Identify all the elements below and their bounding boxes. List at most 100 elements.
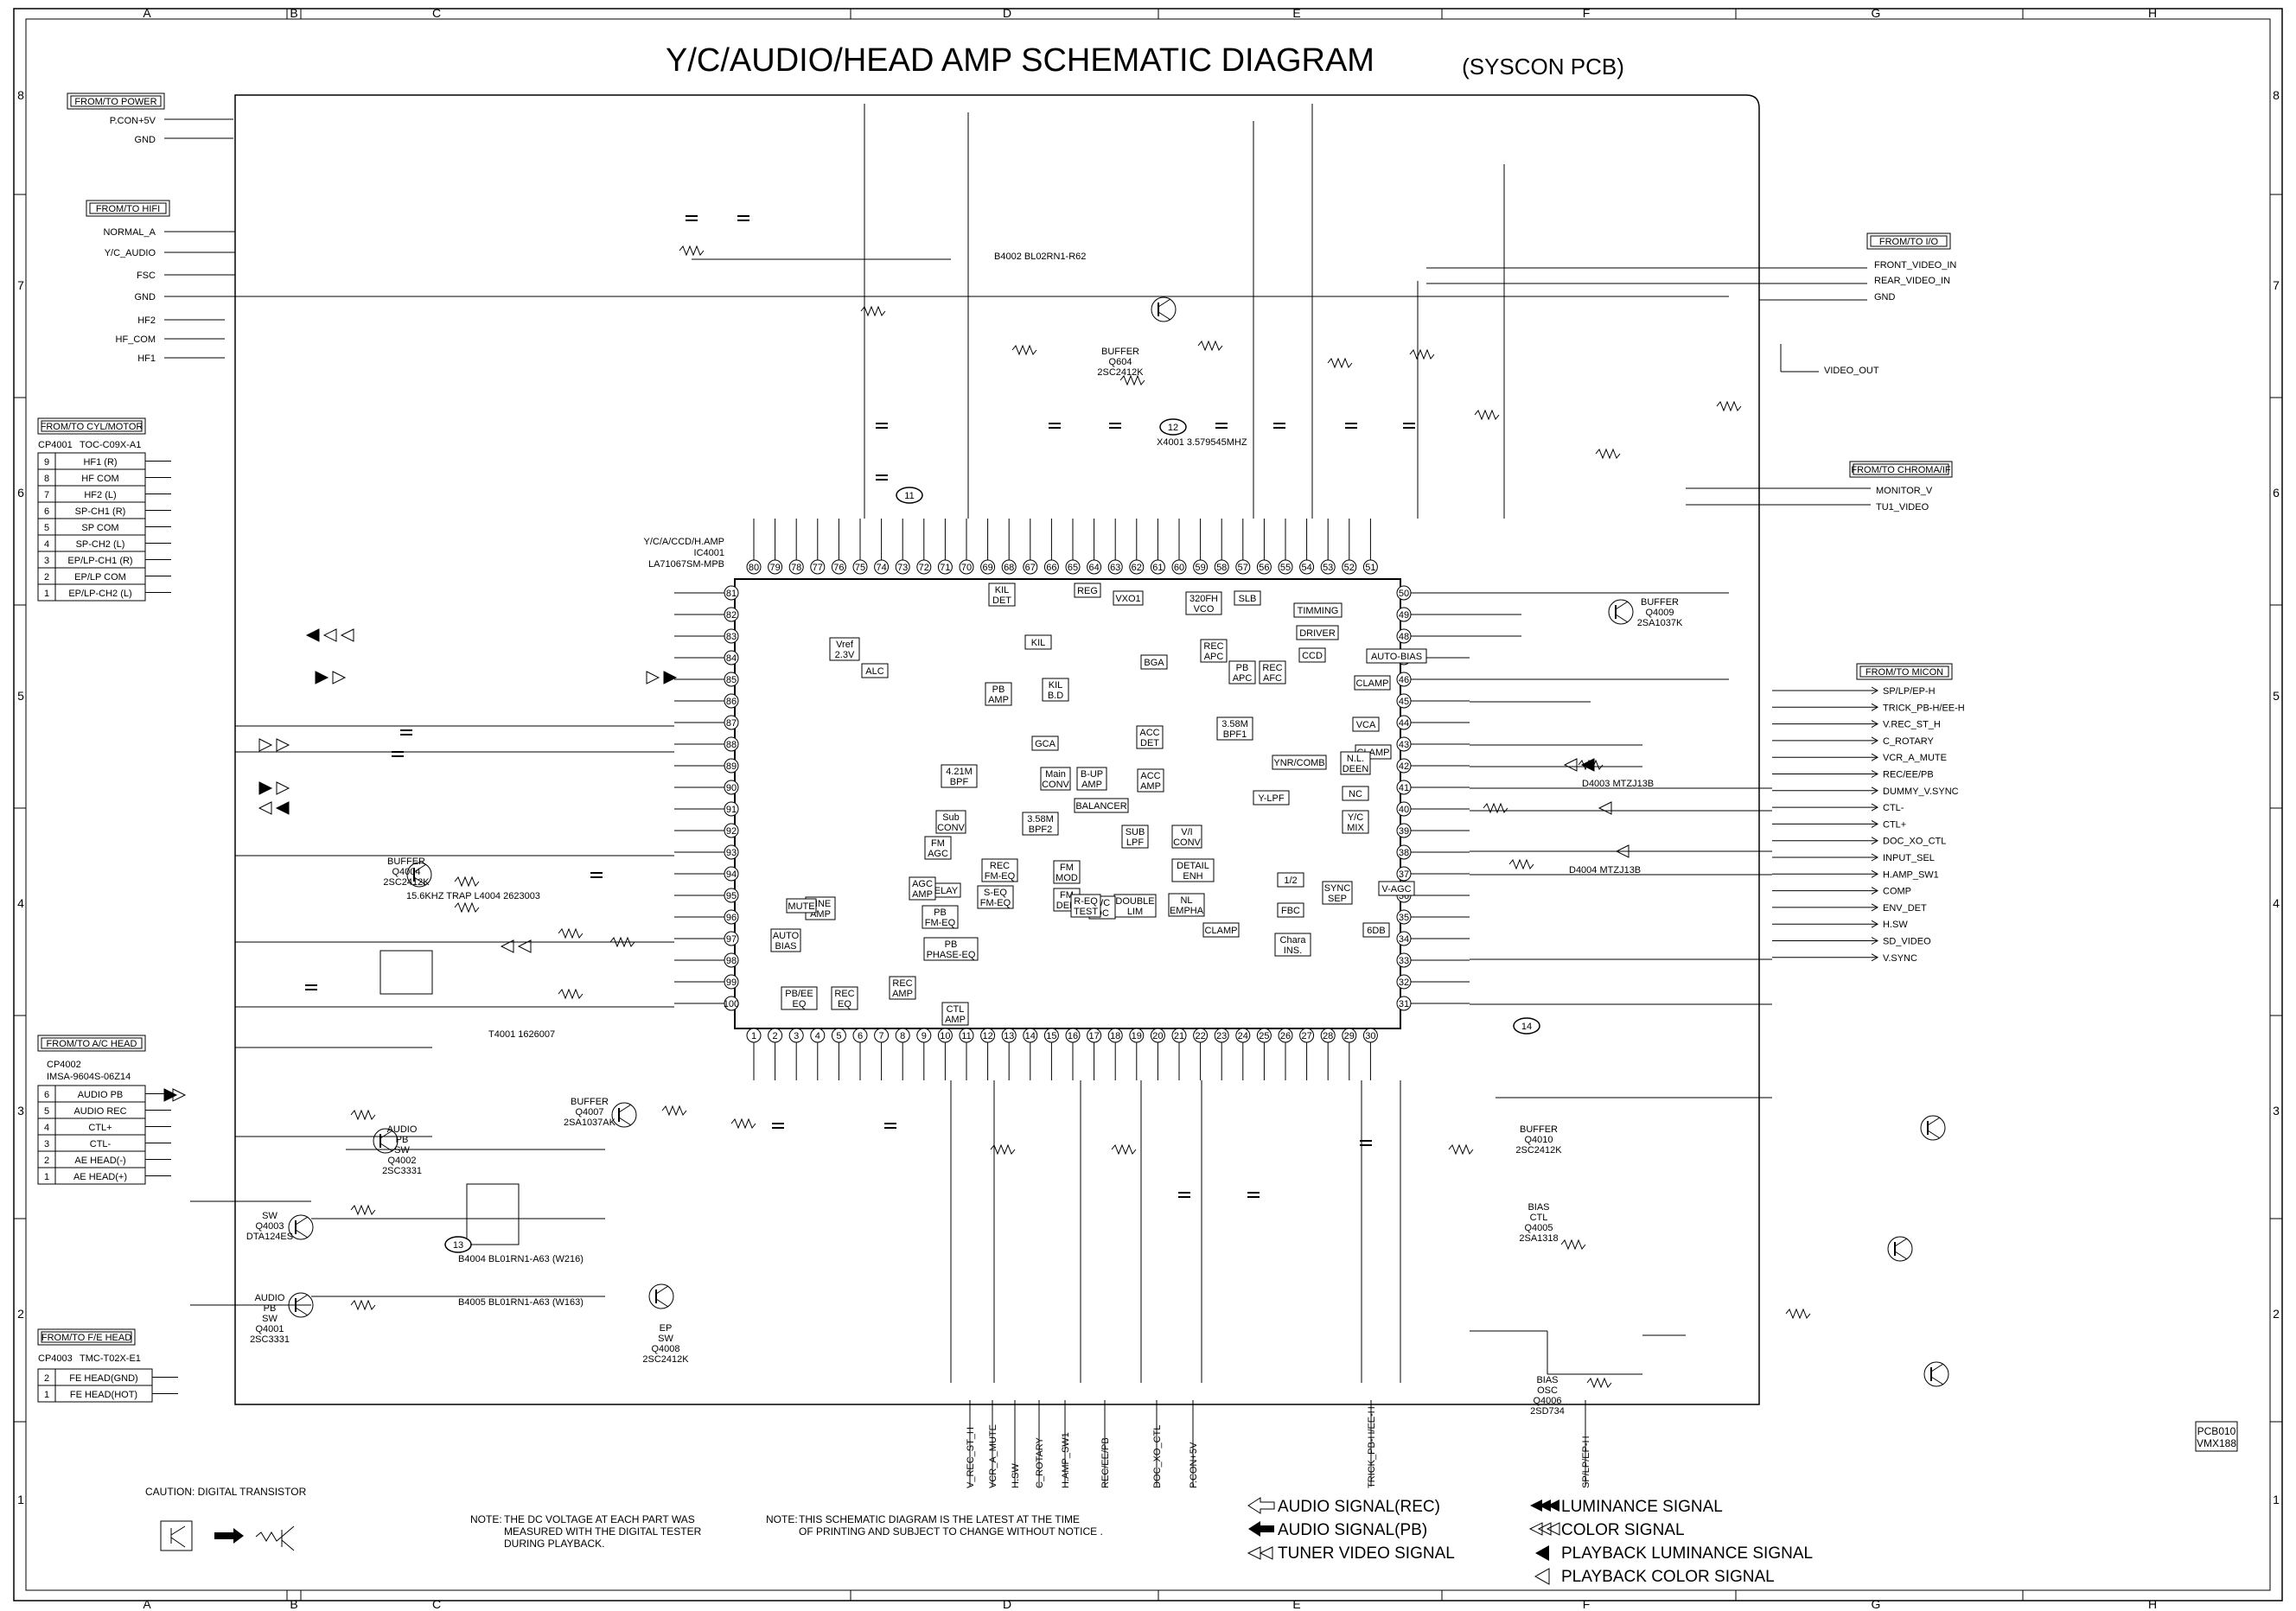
ic-pin-number: 63: [1110, 563, 1120, 573]
resistor: [1508, 858, 1534, 870]
ic-pin-number: 38: [1399, 848, 1409, 858]
ach-pin-label: AUDIO REC: [73, 1106, 126, 1117]
connector-micon: FROM/TO MICON SP/LP/EP-HTRICK_PB-H/EE-HV…: [1772, 663, 1965, 964]
block-vca: [1352, 716, 1380, 732]
grid-row-right-5: 5: [2273, 689, 2280, 703]
ic-pin-number: 59: [1195, 563, 1205, 573]
transistor: [1608, 599, 1634, 625]
cyl-pin-9: 9: [44, 457, 49, 468]
part-label: OSC: [1537, 1385, 1558, 1396]
test-point-11: [896, 487, 923, 504]
misc-part-label: 15.6KHZ TRAP L4004 2623003: [406, 891, 540, 901]
ic-pin-number: 60: [1174, 563, 1184, 573]
block-label: SLB: [1239, 594, 1257, 604]
block-pb-ee-eq: [781, 986, 818, 1010]
transistor: [406, 862, 432, 888]
grid-column-top-A: A: [143, 6, 151, 20]
block-4-21m-bpf: [941, 764, 978, 788]
block-label: FM-EQ: [925, 918, 956, 928]
block-label: V-AGC: [1381, 884, 1411, 895]
ic-pin-number: 64: [1088, 563, 1099, 573]
part-label: BUFFER: [1641, 597, 1679, 608]
block-label: REC: [1203, 641, 1223, 652]
ic-name: Y/C/A/CCD/H.AMP: [643, 537, 724, 547]
micon-arrow: [1871, 786, 1879, 795]
grid-row-right-8: 8: [2273, 88, 2280, 102]
part-label: BIAS: [1536, 1375, 1558, 1385]
micon-signal: TRICK_PB-H/EE-H: [1883, 703, 1965, 713]
block-fm-mod: [1053, 860, 1081, 884]
ic-pin-number: 30: [1365, 1031, 1375, 1041]
cyl-pin-7: 7: [44, 490, 49, 500]
part-label: Q604: [1109, 357, 1132, 367]
signal-arrow: [1598, 801, 1612, 815]
ic-pin-number: 58: [1216, 563, 1227, 573]
part-label: BUFFER: [1520, 1124, 1558, 1135]
part-label: BIAS: [1527, 1202, 1549, 1213]
block-rec-amp: [889, 976, 916, 1000]
resistor: [1716, 400, 1742, 412]
ic-pin-number: 62: [1132, 563, 1142, 573]
signal-arrow: [1615, 844, 1630, 858]
ic-pin-number: 1: [751, 1031, 756, 1041]
resistor: [1197, 340, 1223, 352]
block-r-eq-test: [1070, 894, 1101, 918]
part-label: AUDIO: [255, 1293, 285, 1303]
cyl-pin-label: HF1 (R): [83, 457, 117, 468]
transistor: [1920, 1115, 1946, 1141]
transistor-collector: [1894, 1238, 1908, 1247]
ic-pin-number: 74: [876, 563, 886, 573]
ic-pin-number: 98: [726, 956, 737, 966]
micon-arrow: [1871, 803, 1879, 812]
note2-line-0: THIS SCHEMATIC DIAGRAM IS THE LATEST AT …: [799, 1513, 1080, 1525]
ic-pin-number: 66: [1046, 563, 1056, 573]
ic-pin-number: 80: [749, 563, 759, 573]
ach-pin-label: AE HEAD(-): [74, 1156, 125, 1166]
block-v-agc: [1378, 881, 1415, 896]
block-label: BPF2: [1029, 825, 1053, 835]
misc-part-label: B4005 BL01RN1-A63 (W163): [458, 1297, 584, 1308]
transistor-emitter: [1927, 1130, 1941, 1139]
note1-line-0: THE DC VOLTAGE AT EACH PART WAS: [504, 1513, 695, 1525]
ic-pin-number: 29: [1344, 1031, 1355, 1041]
signal-arrow: [275, 801, 290, 815]
grid-row-left-7: 7: [17, 278, 24, 292]
block-label: 3.58M: [1027, 814, 1054, 825]
block-label: Vref: [836, 640, 854, 650]
ic-pin-number: 56: [1259, 563, 1269, 573]
block-label: BPF1: [1223, 729, 1247, 740]
grid-column-top-E: E: [1292, 6, 1300, 20]
note1-line-2: DURING PLAYBACK.: [504, 1538, 604, 1550]
ic-pin-number: 57: [1238, 563, 1248, 573]
block-timming: [1293, 602, 1343, 618]
resistor: [350, 1109, 376, 1121]
block-label: Main: [1045, 769, 1066, 780]
block-label: GCA: [1035, 739, 1056, 749]
micon-signal: H.SW: [1883, 920, 1908, 930]
transistor-collector: [1615, 601, 1629, 610]
block-kil-b-d: [1042, 678, 1069, 702]
ic-pin-number: 94: [726, 869, 737, 880]
resistor: [1595, 448, 1621, 460]
signal-arrow: [172, 1088, 187, 1102]
board-id-box: PCB010 VMX188: [2195, 1421, 2238, 1452]
block-label: REG: [1077, 586, 1098, 596]
block-ctl-amp: [941, 1002, 969, 1026]
hifi-signal-0: NORMAL_A: [103, 227, 156, 238]
test-point-14: [1513, 1017, 1540, 1035]
block-label: FBC: [1281, 906, 1300, 916]
cyl-pin-3: 3: [44, 556, 49, 566]
micon-signal: CTL-: [1883, 803, 1904, 813]
ach-pin-label: AUDIO PB: [78, 1090, 124, 1100]
legend: AUDIO SIGNAL(REC) AUDIO SIGNAL(PB) TUNER…: [1247, 1497, 1813, 1586]
block-320fh-vco: [1185, 591, 1222, 615]
connector-cyl-title: FROM/TO CYL/MOTOR: [41, 422, 144, 432]
ic-pin-number: 87: [726, 718, 737, 729]
block-label: AMP: [1081, 780, 1102, 790]
part-label: Q4007: [575, 1107, 603, 1118]
bottom-label: H.SW: [1011, 1463, 1021, 1488]
micon-arrow: [1871, 887, 1879, 895]
resistor: [1111, 1143, 1137, 1156]
block-label: DETAIL: [1177, 861, 1209, 871]
